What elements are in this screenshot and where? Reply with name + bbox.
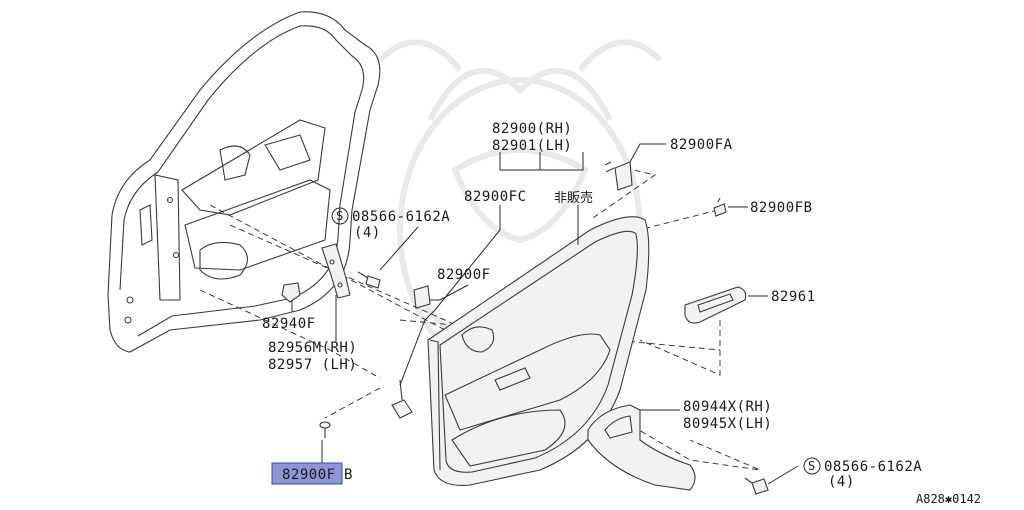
label-82940f[interactable]: 82940F <box>262 316 316 332</box>
screw-symbol-letter-top: S <box>336 209 343 223</box>
label-82900fb-suffix: B <box>344 467 353 483</box>
label-82900fb-top[interactable]: 82900FB <box>750 200 813 216</box>
label-80944x-rh[interactable]: 80944X(RH) <box>683 399 772 415</box>
screw-symbol-bottom <box>803 457 821 475</box>
label-82900f[interactable]: 82900F <box>437 267 491 283</box>
screw-symbol-letter-bottom: S <box>808 459 815 473</box>
door-trim-panel <box>427 216 650 486</box>
pocket-part <box>587 404 696 491</box>
leader-lines <box>291 143 799 485</box>
label-82901-lh[interactable]: 82901(LH) <box>492 138 572 154</box>
highlight-box <box>271 462 343 485</box>
door-shell <box>107 11 381 353</box>
label-82957-lh[interactable]: 82957 (LH) <box>268 357 357 373</box>
diagram-reference: A828✱0142 <box>916 492 981 506</box>
fasteners <box>281 161 769 495</box>
label-82900-rh[interactable]: 82900(RH) <box>492 121 572 137</box>
label-82961[interactable]: 82961 <box>771 289 816 305</box>
label-82900fc[interactable]: 82900FC <box>464 189 527 205</box>
label-08566-6162a-bottom[interactable]: 08566-6162A <box>824 459 922 475</box>
label-not-for-sale: 非販売 <box>554 190 593 206</box>
label-08566-6162a-top[interactable]: 08566-6162A <box>352 209 450 225</box>
label-80945x-lh[interactable]: 80945X(LH) <box>683 416 772 432</box>
screw-symbol-top <box>331 207 349 225</box>
label-82900fa[interactable]: 82900FA <box>670 137 733 153</box>
finisher-part <box>684 286 747 324</box>
label-82956m-rh[interactable]: 82956M(RH) <box>268 340 357 356</box>
label-qty-top: (4) <box>354 225 381 241</box>
part-labels: 82900(RH) 82901(LH) 82900FC 非販売 82900FA … <box>262 121 981 506</box>
label-82900fb-bottom[interactable]: 82900F <box>282 467 336 483</box>
label-qty-bottom: (4) <box>828 474 855 490</box>
